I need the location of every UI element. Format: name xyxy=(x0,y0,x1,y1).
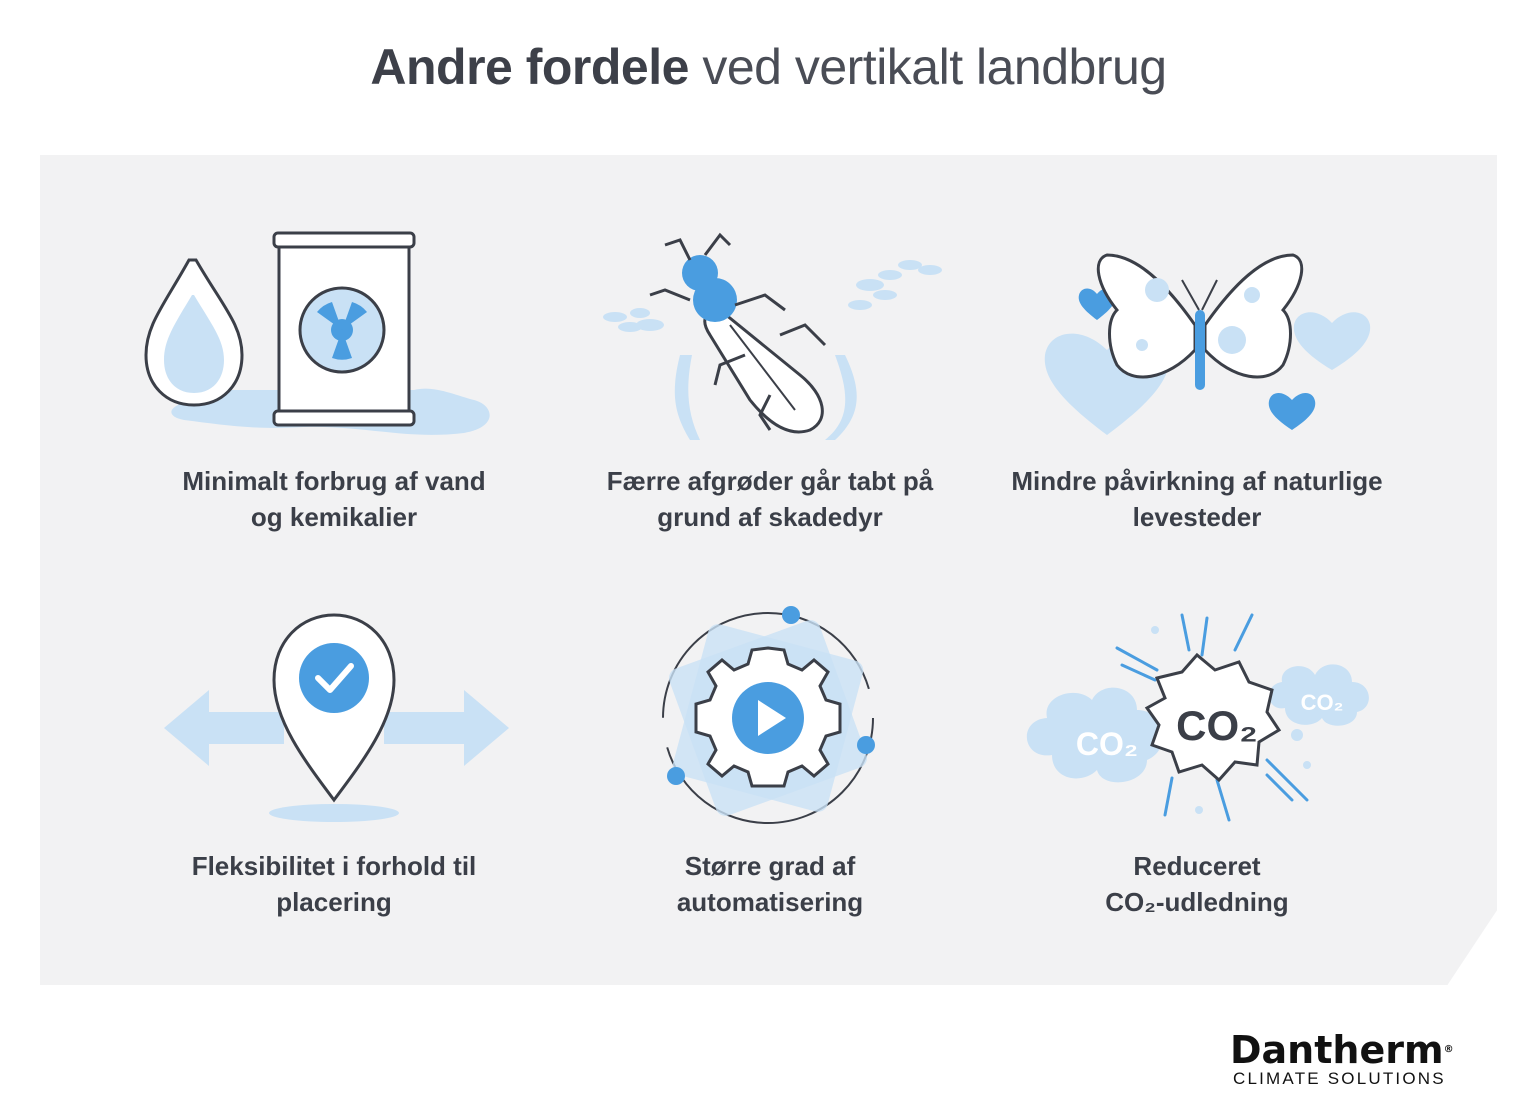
benefit-co2: CO₂ CO₂ CO₂ Reduceret CO₂-udledning xyxy=(967,600,1427,960)
logo-subtitle: CLIMATE SOLUTIONS xyxy=(1233,1069,1446,1088)
benefit-location: Fleksibilitet i forhold til placering xyxy=(104,600,564,960)
logo-name: Dantherm® xyxy=(1230,1028,1454,1072)
benefit-label: Reduceret CO₂-udledning xyxy=(1105,851,1289,917)
benefit-habitat: Mindre påvirkning af naturlige levestede… xyxy=(967,215,1427,575)
title-light: ved vertikalt landbrug xyxy=(702,39,1167,95)
benefit-label: Færre afgrøder går tabt på grund af skad… xyxy=(606,466,934,532)
water-barrel-icon xyxy=(144,231,490,435)
benefit-label: Større grad af automatisering xyxy=(676,851,864,917)
title-bold: Andre fordele xyxy=(370,39,689,95)
benefit-label: Mindre påvirkning af naturlige levestede… xyxy=(1011,466,1383,532)
co2-right-text: CO₂ xyxy=(1301,690,1344,715)
benefit-label: Minimalt forbrug af vand og kemikalier xyxy=(182,466,486,532)
location-pin-icon xyxy=(164,613,509,822)
co2-center-text: CO₂ xyxy=(1176,702,1258,749)
co2-left-text: CO₂ xyxy=(1076,726,1138,762)
gear-play-icon xyxy=(662,606,875,824)
page-title: Andre fordele ved vertikalt landbrug xyxy=(0,38,1537,96)
beetle-icon xyxy=(603,232,942,440)
benefit-label: Fleksibilitet i forhold til placering xyxy=(191,851,477,917)
butterfly-icon xyxy=(1044,253,1371,435)
benefit-automation: Større grad af automatisering xyxy=(540,600,1000,960)
co2-cloud-icon: CO₂ CO₂ CO₂ xyxy=(1026,613,1369,822)
brand-logo: Dantherm® CLIMATE SOLUTIONS xyxy=(1230,1030,1490,1090)
benefit-pests: Færre afgrøder går tabt på grund af skad… xyxy=(540,215,1000,575)
benefit-water-chemicals: Minimalt forbrug af vand og kemikalier xyxy=(104,215,564,575)
